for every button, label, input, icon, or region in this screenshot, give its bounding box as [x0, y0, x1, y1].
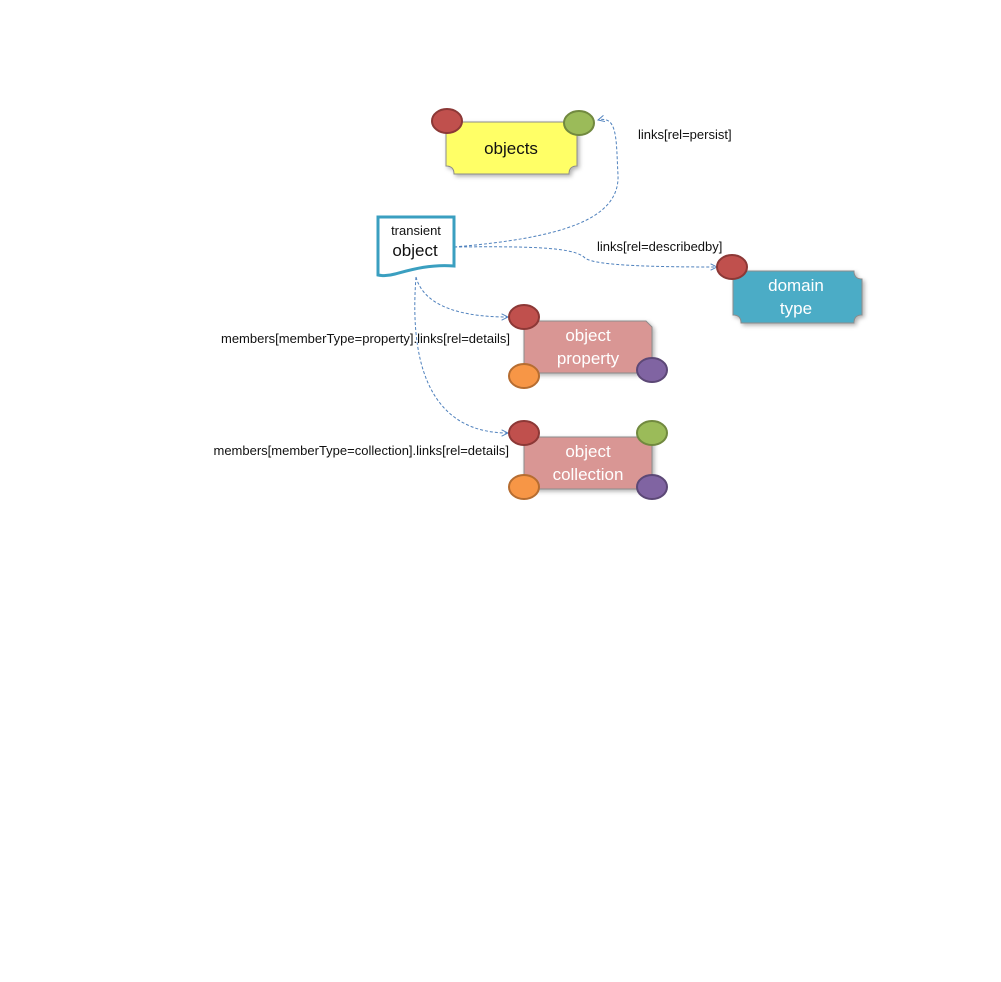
edge-label-property-details: members[memberType=property].links[rel=d… — [221, 331, 510, 346]
object-collection-connector-green[interactable] — [636, 420, 668, 446]
edge-describedby — [453, 246, 717, 267]
edge-collection-details — [414, 276, 508, 433]
transient-object-label-line1: transient — [391, 223, 441, 238]
domain-type-label-line2: type — [780, 299, 812, 318]
object-collection-connector-red[interactable] — [508, 420, 540, 446]
object-property-label-line2: property — [557, 349, 620, 368]
domain-type-connector-red[interactable] — [716, 254, 748, 280]
node-transient-object[interactable]: transient object — [376, 215, 456, 278]
objects-label: objects — [484, 139, 538, 158]
object-collection-box — [523, 436, 653, 490]
node-objects[interactable]: objects — [431, 108, 595, 175]
edge-label-collection-details: members[memberType=collection].links[rel… — [213, 443, 509, 458]
edge-property-details — [415, 276, 508, 317]
edge-persist — [453, 119, 619, 248]
transient-object-box — [376, 215, 456, 278]
node-domain-type[interactable]: domain type — [716, 254, 863, 324]
domain-type-label-line1: domain — [768, 276, 824, 295]
object-collection-label-line2: collection — [553, 465, 624, 484]
objects-connector-red[interactable] — [431, 108, 463, 134]
object-property-connector-orange[interactable] — [508, 363, 540, 389]
object-property-connector-red[interactable] — [508, 304, 540, 330]
edge-label-persist: links[rel=persist] — [638, 127, 732, 142]
transient-object-label-line2: object — [392, 241, 438, 260]
objects-connector-green[interactable] — [563, 110, 595, 136]
node-object-collection[interactable]: object collection — [508, 420, 668, 500]
object-collection-label-line1: object — [565, 442, 611, 461]
object-property-connector-purple[interactable] — [636, 357, 668, 383]
object-collection-connector-orange[interactable] — [508, 474, 540, 500]
edges — [414, 119, 717, 433]
edge-label-describedby: links[rel=describedby] — [597, 239, 722, 254]
object-property-label-line1: object — [565, 326, 611, 345]
object-collection-connector-purple[interactable] — [636, 474, 668, 500]
node-object-property[interactable]: object property — [508, 304, 668, 389]
